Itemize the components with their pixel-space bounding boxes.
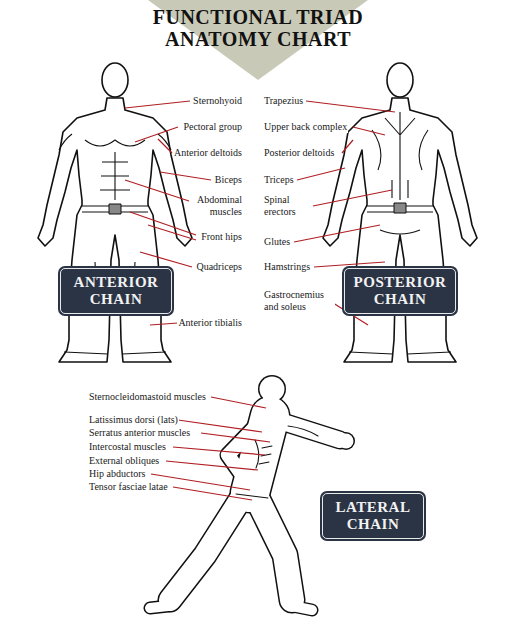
leader-line — [353, 127, 385, 135]
muscle-label: Trapezius — [263, 95, 304, 107]
muscle-label: Pectoral group — [182, 121, 243, 133]
muscle-label: Serratus anterior muscles — [88, 427, 191, 439]
side-front-leg-fill — [258, 500, 292, 600]
side-feet-fill — [150, 606, 312, 610]
leader-line — [148, 225, 196, 240]
leader-line — [173, 447, 265, 455]
muscle-label: Hamstrings — [263, 261, 311, 273]
back-head — [387, 63, 413, 97]
front-muscle-lines — [59, 134, 171, 354]
muscle-label: Sternocleidomastoid muscles — [88, 391, 207, 403]
muscle-label: Anterior tibialis — [177, 317, 243, 329]
leader-line — [314, 262, 385, 267]
muscle-label: Abdominal muscles — [189, 194, 243, 218]
chain-label: ANTERIOR CHAIN — [65, 274, 167, 308]
muscle-label: Tensor fasciae latae — [88, 481, 169, 493]
muscle-label: Sternohyoid — [192, 95, 243, 107]
leader-line — [166, 461, 258, 470]
chain-box: POSTERIOR CHAIN — [344, 268, 456, 314]
chain-label: LATERAL CHAIN — [327, 499, 419, 533]
chain-box: ANTERIOR CHAIN — [60, 268, 172, 314]
leader-line — [158, 139, 172, 153]
back-muscle-lines — [349, 112, 451, 354]
leader-line — [303, 190, 392, 208]
muscle-label: Upper back complex — [263, 121, 348, 133]
leader-line — [150, 323, 178, 325]
front-buckle — [109, 204, 121, 214]
muscle-label: Anterior deltoids — [173, 147, 243, 159]
side-fist-fill — [339, 434, 354, 449]
muscle-label: Glutes — [263, 236, 291, 248]
leader-line — [294, 225, 380, 242]
leader-line — [140, 252, 192, 267]
side-muscle-lines — [236, 426, 318, 498]
leader-line — [125, 101, 190, 108]
side-punch-arm — [280, 421, 340, 440]
leader-line — [306, 101, 395, 112]
leader-line — [201, 433, 270, 442]
front-head — [102, 63, 128, 97]
muscle-label: Posterior deltoids — [263, 147, 335, 159]
muscle-label: Gastrocnemius and soleus — [263, 289, 335, 313]
side-punch-arm-fill — [280, 421, 340, 440]
side-back-leg-fill — [170, 500, 240, 600]
leader-line — [160, 172, 211, 180]
back-figure — [323, 63, 477, 362]
leader-line — [135, 127, 178, 142]
chart-title: FUNCTIONAL TRIAD ANATOMY CHART — [148, 6, 368, 50]
muscle-label: Hip abductors — [88, 468, 146, 480]
muscle-label: Intercostal muscles — [88, 441, 167, 453]
muscle-label: Triceps — [263, 174, 295, 186]
muscle-label: Spinal erectors — [263, 194, 313, 218]
leader-line — [130, 212, 196, 235]
front-body — [38, 98, 192, 362]
leader-line — [125, 180, 192, 202]
front-figure — [38, 63, 192, 362]
muscle-label: External obliques — [88, 455, 160, 467]
muscle-label: Front hips — [200, 231, 243, 243]
muscle-label: Latissimus dorsi (lats) — [88, 414, 179, 426]
leader-line — [211, 397, 266, 408]
title-triangle — [148, 0, 368, 80]
side-back-leg — [170, 500, 240, 600]
back-patch — [394, 203, 406, 213]
chain-label: POSTERIOR CHAIN — [349, 274, 451, 308]
side-front-leg — [258, 500, 292, 600]
leader-line — [342, 140, 353, 153]
side-head-fill — [260, 377, 285, 402]
leader-line — [173, 487, 252, 500]
muscle-label: Quadriceps — [195, 261, 243, 273]
leader-line — [297, 168, 345, 180]
muscle-label: Biceps — [214, 174, 243, 186]
back-body — [323, 98, 477, 362]
chain-box: LATERAL CHAIN — [322, 493, 424, 539]
